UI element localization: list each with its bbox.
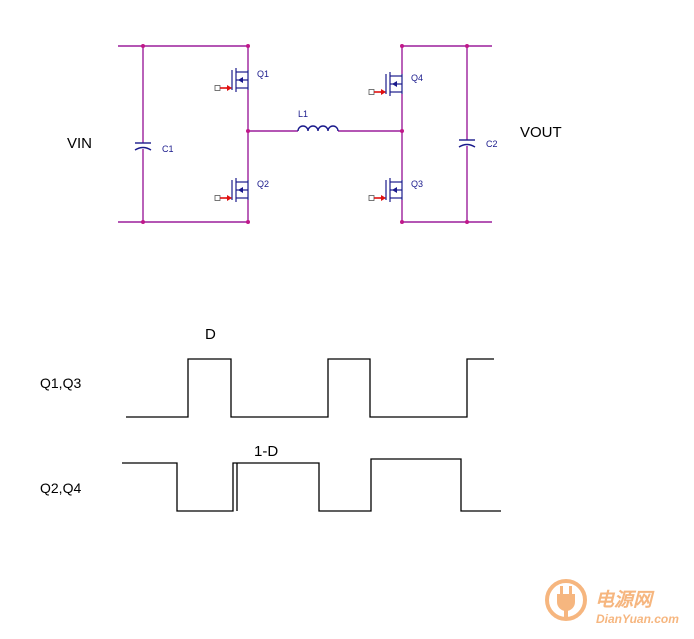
watermark-logo: 电源网 DianYuan.com <box>545 579 679 626</box>
q2q4-label: Q2,Q4 <box>40 480 81 496</box>
q2-label: Q2 <box>257 179 269 189</box>
mosfet-q2 <box>214 178 249 202</box>
junction-dots <box>141 44 469 224</box>
watermark-cn: 电源网 <box>595 589 655 611</box>
circuit-wires <box>118 45 492 223</box>
duty-label: D <box>205 326 216 343</box>
q1-label: Q1 <box>257 69 269 79</box>
mosfet-q4 <box>368 72 403 96</box>
waveform-q1q3 <box>126 358 494 418</box>
q4-label: Q4 <box>411 73 423 83</box>
c2-label: C2 <box>486 139 498 149</box>
c1-label: C1 <box>162 144 174 154</box>
q3-label: Q3 <box>411 179 423 189</box>
mosfet-q3 <box>368 178 403 202</box>
vin-label: VIN <box>67 135 92 152</box>
capacitor-c1 <box>134 142 152 151</box>
inv-duty-label: 1-D <box>254 443 278 460</box>
watermark-url: DianYuan.com <box>596 612 679 626</box>
q1q3-label: Q1,Q3 <box>40 375 81 391</box>
waveform-q2q4 <box>122 458 501 512</box>
l1-label: L1 <box>298 109 308 119</box>
inductor-l1 <box>297 125 339 132</box>
vout-label: VOUT <box>520 124 562 141</box>
mosfet-q1 <box>214 68 249 92</box>
capacitor-c2 <box>458 139 476 148</box>
